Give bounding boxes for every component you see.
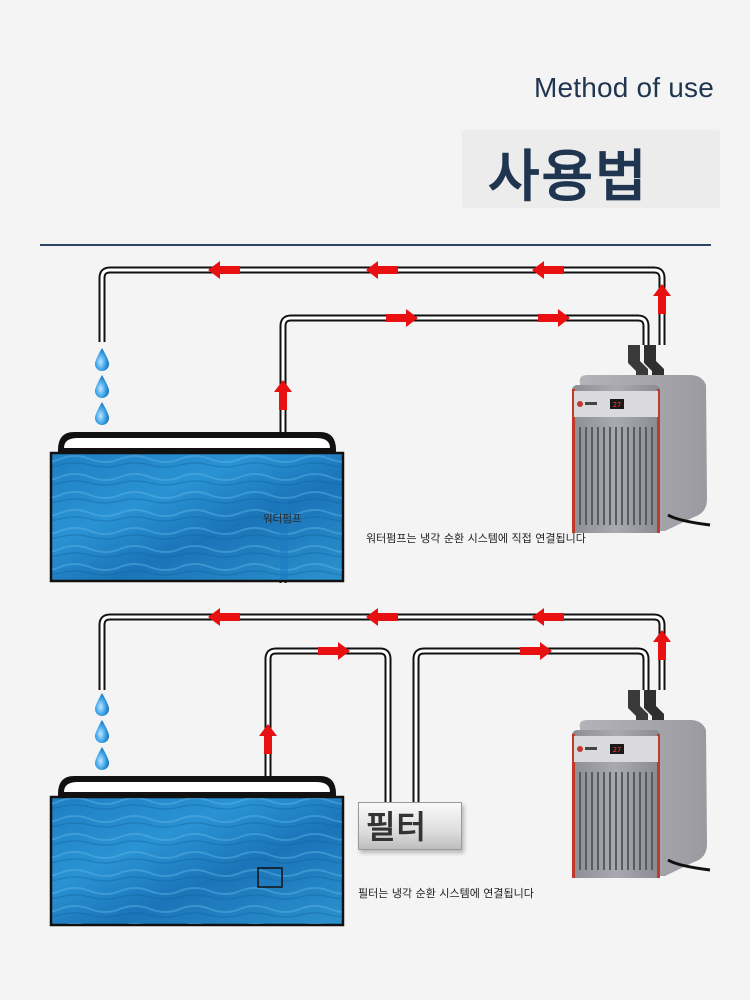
flow-arrow-right [520, 642, 552, 660]
flow-arrow-left [366, 261, 398, 279]
diagram-with-filter [49, 608, 671, 927]
diagram1-caption: 워터펌프는 냉각 순환 시스템에 직접 연결됩니다 [366, 532, 586, 545]
flow-arrows [208, 608, 671, 754]
water-pump-label: 워터펌프 [263, 513, 302, 525]
header-divider [40, 244, 711, 246]
aquarium-tank [49, 776, 345, 927]
flow-arrows [208, 261, 671, 410]
filter-icon [358, 802, 462, 850]
flow-arrow-right [386, 309, 418, 327]
flow-arrow-right [318, 642, 350, 660]
flow-arrow-right [538, 309, 570, 327]
diagram-direct-pump [49, 261, 671, 583]
flow-arrow-left [208, 261, 240, 279]
flow-arrow-up [653, 630, 671, 660]
flow-arrow-left [208, 608, 240, 626]
chiller-unit: 27 [572, 345, 711, 533]
water-pump-icon [257, 867, 283, 888]
flow-arrow-left [532, 261, 564, 279]
filter-label: 필터 [366, 808, 427, 846]
flow-arrow-left [532, 608, 564, 626]
water-drop-icon [95, 348, 109, 425]
return-pipe [98, 266, 666, 345]
flow-arrow-up [653, 284, 671, 314]
title-korean-background [462, 130, 720, 208]
chiller-unit: 27 [572, 690, 711, 878]
diagram2-caption: 필터는 냉각 순환 시스템에 연결됩니다 [358, 887, 534, 900]
flow-arrow-left [366, 608, 398, 626]
water-drop-icon [95, 693, 109, 770]
aquarium-tank [49, 432, 345, 583]
title-korean: 사용법 [488, 145, 649, 210]
flow-arrow-up [274, 380, 292, 410]
chiller-display: 27 [613, 746, 621, 754]
chiller-display: 27 [613, 401, 621, 409]
title-english: Method of use [533, 72, 714, 103]
flow-arrow-up [259, 724, 277, 754]
